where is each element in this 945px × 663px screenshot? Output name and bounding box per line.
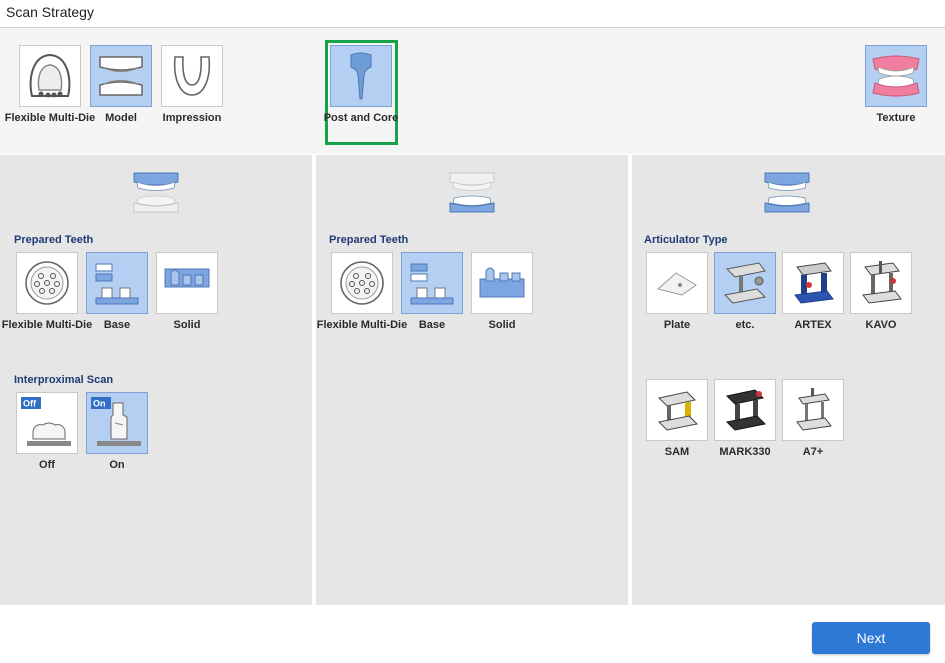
impression-tray-icon xyxy=(173,56,211,96)
option-label: ARTEX xyxy=(794,319,832,331)
option-label: A7+ xyxy=(802,446,824,458)
interproximal-on-tile[interactable]: On xyxy=(86,392,148,454)
interproximal-off-option[interactable]: Off Off xyxy=(16,392,78,472)
base-tile[interactable] xyxy=(86,252,148,314)
artex-articulator-icon xyxy=(794,262,834,304)
interproximal-on-icon: On xyxy=(91,397,141,446)
option-label: Plate xyxy=(663,319,691,331)
option-label: MARK330 xyxy=(719,446,771,458)
articulator-option-a7-plus[interactable]: A7+ xyxy=(782,379,844,459)
svg-text:On: On xyxy=(93,399,106,409)
both-jaws-icon xyxy=(764,172,810,213)
denture-icon xyxy=(872,55,920,97)
etc-tile[interactable] xyxy=(714,252,776,314)
sam-tile[interactable] xyxy=(646,379,708,441)
prepared-teeth-title: Prepared Teeth xyxy=(329,234,409,246)
interproximal-on-option[interactable]: On On xyxy=(86,392,148,472)
footer xyxy=(0,605,945,663)
option-label: Post and Core xyxy=(323,112,399,124)
flexible-multi-die-tile[interactable] xyxy=(16,252,78,314)
svg-text:Off: Off xyxy=(23,399,37,409)
option-label: SAM xyxy=(664,446,690,458)
solid-tile[interactable] xyxy=(471,252,533,314)
option-impression[interactable]: Impression xyxy=(161,45,223,125)
option-model[interactable]: Model xyxy=(90,45,152,125)
generic-articulator-icon xyxy=(723,262,767,304)
option-label: Flexible Multi-Die xyxy=(4,112,96,124)
interproximal-off-tile[interactable]: Off xyxy=(16,392,78,454)
panel-lower-jaw xyxy=(316,155,628,605)
articulator-option-etc[interactable]: etc. xyxy=(714,252,776,332)
die-plate-icon xyxy=(340,261,384,305)
lower-jaw-highlight-icon xyxy=(449,172,495,213)
scan-type-strip xyxy=(0,28,945,154)
sam-articulator-icon xyxy=(657,391,699,431)
left-option-base[interactable]: Base xyxy=(86,252,148,332)
option-post-and-core[interactable]: Post and Core xyxy=(324,45,398,125)
solid-model-icon xyxy=(479,267,525,298)
impression-tile[interactable] xyxy=(161,45,223,107)
interproximal-scan-title: Interproximal Scan xyxy=(14,374,114,386)
option-label: Solid xyxy=(488,319,516,331)
base-die-icon xyxy=(95,263,139,305)
prepared-teeth-title: Prepared Teeth xyxy=(14,234,94,246)
left-option-solid[interactable]: Solid xyxy=(156,252,218,332)
option-label: Base xyxy=(418,319,446,331)
solid-tile[interactable] xyxy=(156,252,218,314)
post-core-icon xyxy=(350,52,372,100)
flexible-multi-die-tile[interactable] xyxy=(331,252,393,314)
left-option-flexible-multi-die[interactable]: Flexible Multi-Die xyxy=(2,252,92,332)
texture-tile[interactable] xyxy=(865,45,927,107)
model-tile[interactable] xyxy=(90,45,152,107)
option-label: Texture xyxy=(876,112,916,124)
option-label: etc. xyxy=(735,319,755,331)
a7-plus-tile[interactable] xyxy=(782,379,844,441)
artex-tile[interactable] xyxy=(782,252,844,314)
articulator-option-plate[interactable]: Plate xyxy=(646,252,708,332)
option-label: Flexible Multi-Die xyxy=(1,319,93,331)
middle-option-flexible-multi-die[interactable]: Flexible Multi-Die xyxy=(317,252,407,332)
plate-icon xyxy=(656,272,697,296)
kavo-tile[interactable] xyxy=(850,252,912,314)
middle-option-base[interactable]: Base xyxy=(401,252,463,332)
upper-jaw-highlight-icon xyxy=(133,172,179,213)
option-label: Off xyxy=(39,459,55,471)
option-texture[interactable]: Texture xyxy=(865,45,927,125)
arch-dies-icon xyxy=(29,53,71,98)
option-label: On xyxy=(109,459,125,471)
panel-upper-jaw xyxy=(0,155,312,605)
a7-articulator-icon xyxy=(796,388,832,431)
option-flexible-multi-die[interactable]: Flexible Multi-Die xyxy=(5,45,95,125)
window-title: Scan Strategy xyxy=(6,4,94,20)
next-button[interactable]: Next xyxy=(812,622,930,654)
option-label: Impression xyxy=(162,112,222,124)
option-label: Flexible Multi-Die xyxy=(316,319,408,331)
title-bar: Scan Strategy xyxy=(0,0,945,28)
articulator-type-title: Articulator Type xyxy=(644,234,728,246)
articulator-option-sam[interactable]: SAM xyxy=(646,379,708,459)
middle-option-solid[interactable]: Solid xyxy=(471,252,533,332)
solid-model-icon xyxy=(164,268,210,288)
option-label: KAVO xyxy=(865,319,897,331)
articulator-option-mark330[interactable]: MARK330 xyxy=(714,379,776,459)
option-label: Base xyxy=(103,319,131,331)
interproximal-off-icon: Off xyxy=(21,397,71,446)
mark330-articulator-icon xyxy=(725,389,767,431)
option-label: Model xyxy=(105,112,137,124)
articulator-option-artex[interactable]: ARTEX xyxy=(782,252,844,332)
option-label: Solid xyxy=(173,319,201,331)
articulator-option-kavo[interactable]: KAVO xyxy=(850,252,912,332)
base-tile[interactable] xyxy=(401,252,463,314)
die-plate-icon xyxy=(25,261,69,305)
kavo-articulator-icon xyxy=(862,261,902,304)
plate-tile[interactable] xyxy=(646,252,708,314)
mark330-tile[interactable] xyxy=(714,379,776,441)
post-and-core-tile[interactable] xyxy=(330,45,392,107)
dental-model-icon xyxy=(99,56,143,96)
highlight-frame xyxy=(325,40,398,145)
flexible-multi-die-tile[interactable] xyxy=(19,45,81,107)
base-die-icon xyxy=(410,263,454,305)
